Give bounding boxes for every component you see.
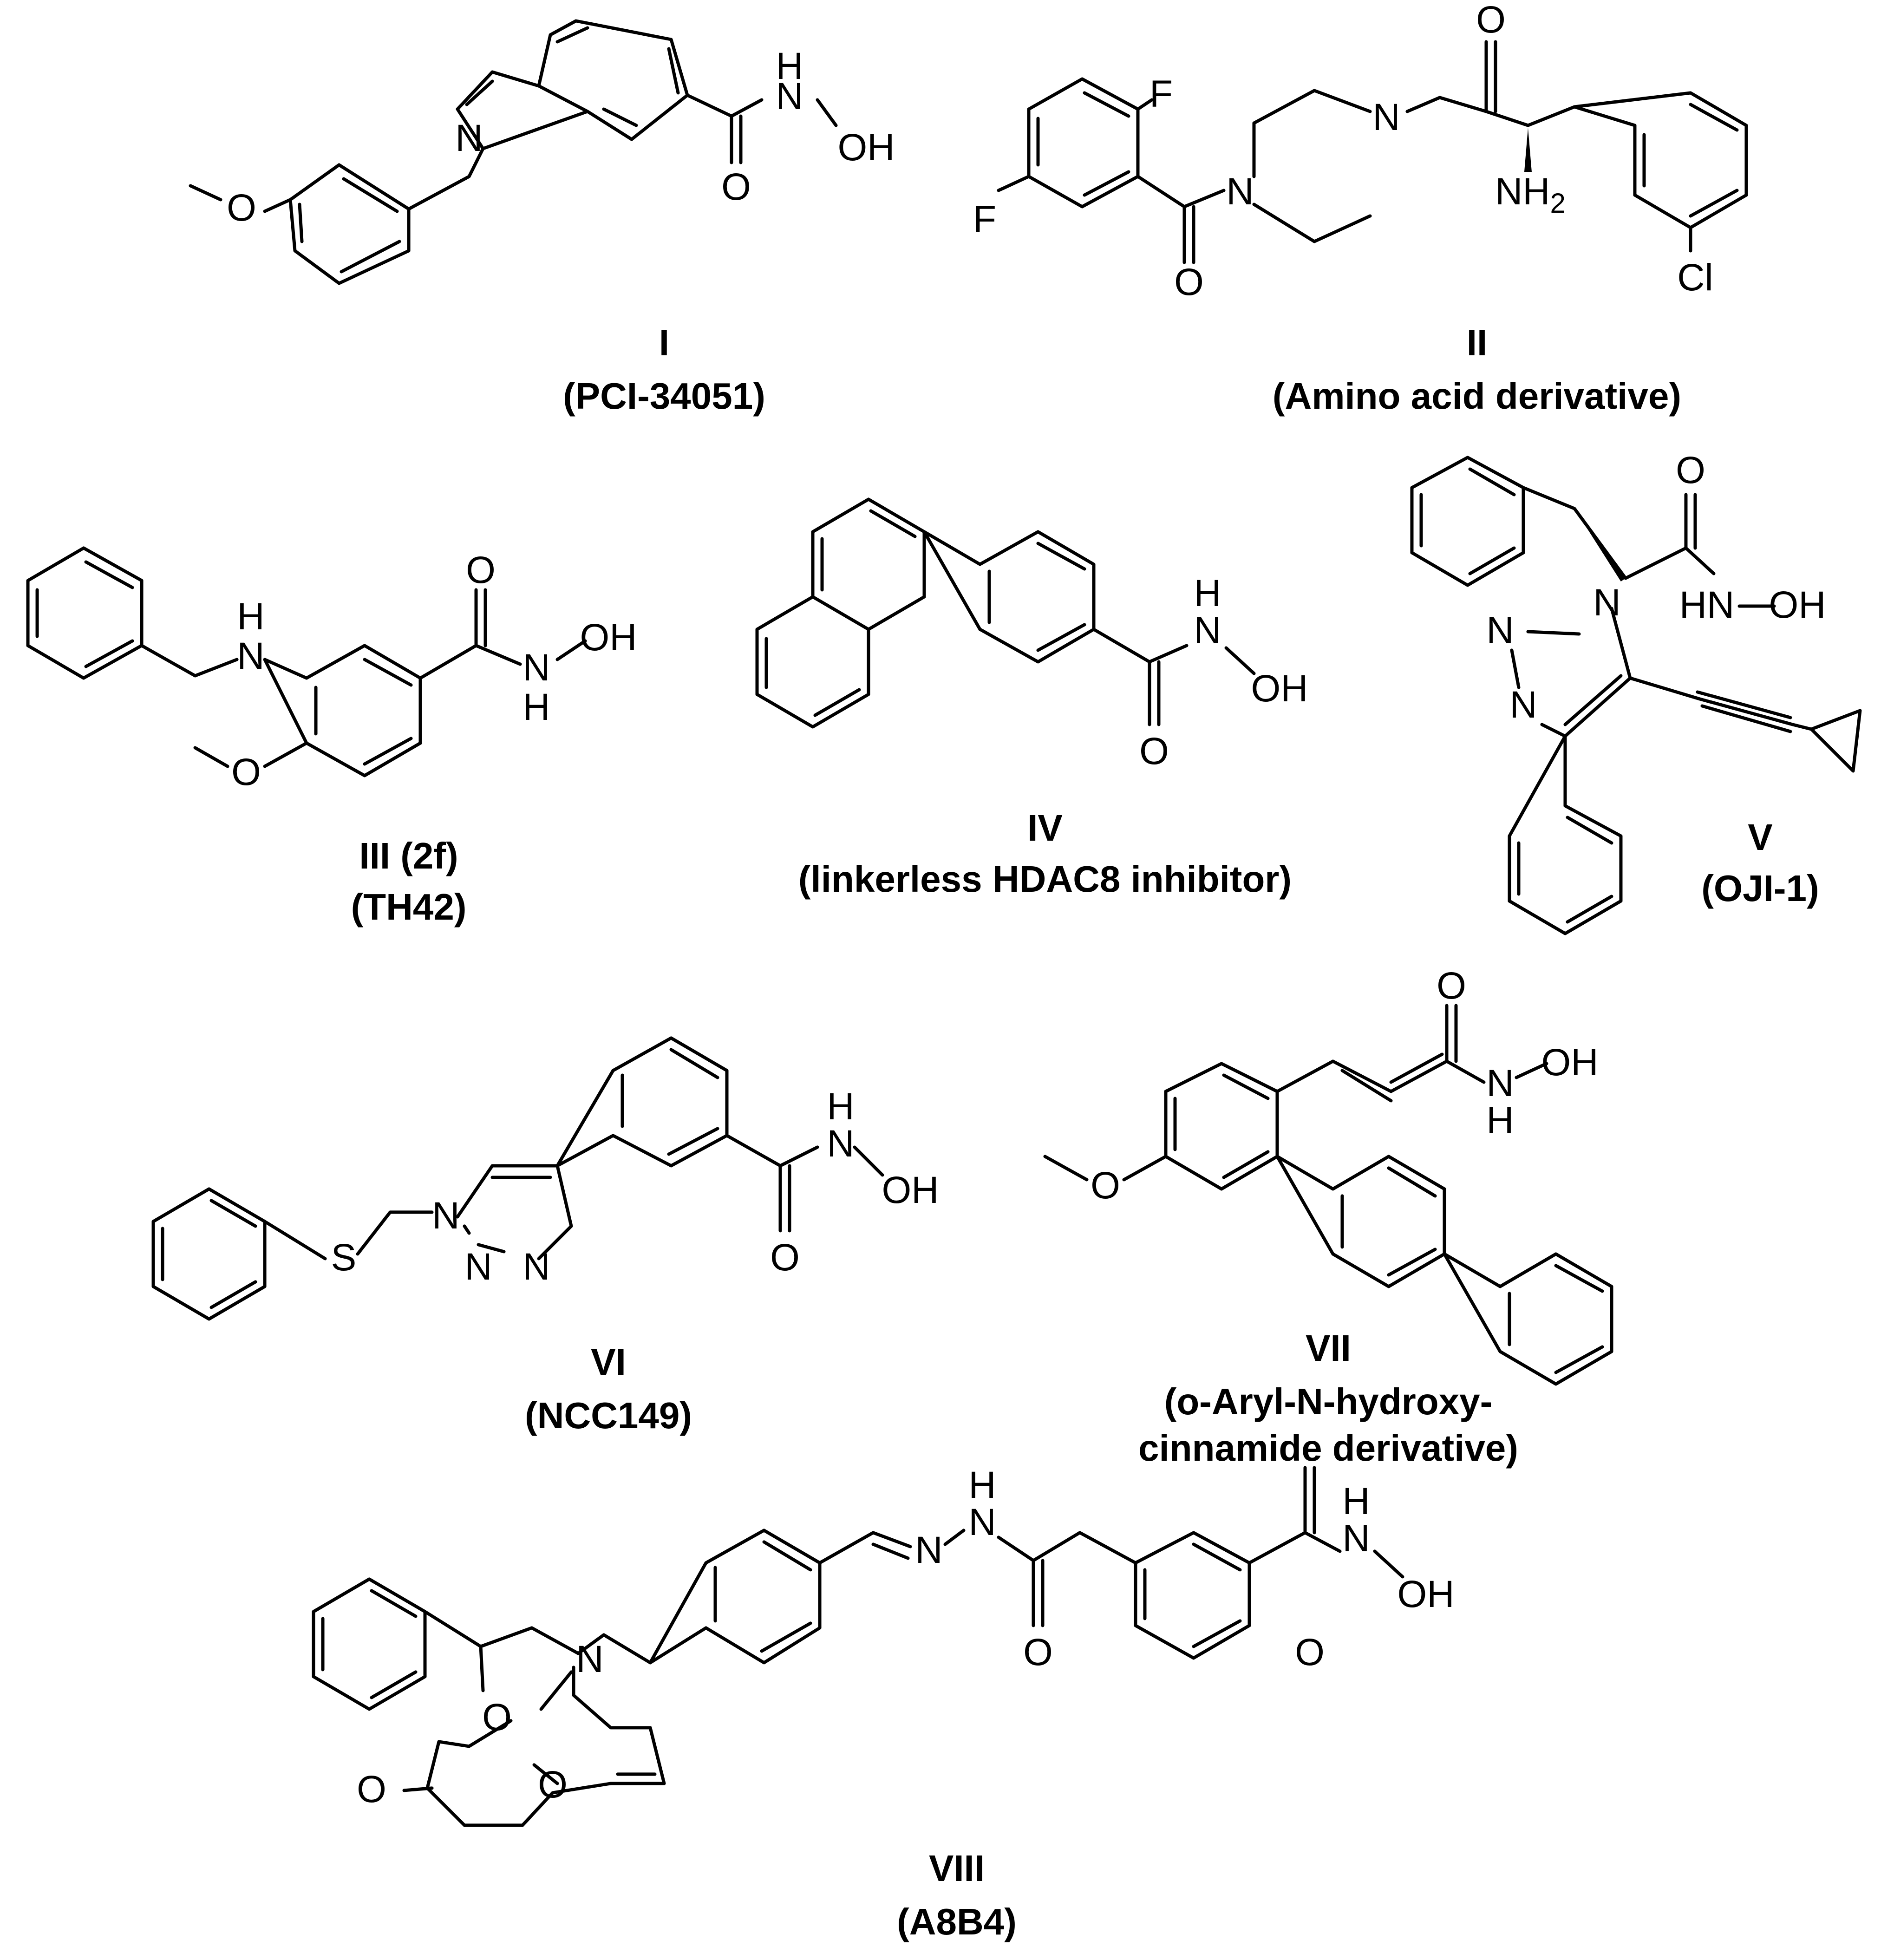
atom-label: N <box>576 1638 603 1680</box>
atom-label: O <box>227 187 256 229</box>
atom-label: N <box>522 647 550 689</box>
atom-label: N <box>1486 1062 1514 1104</box>
atom-label: OH <box>882 1169 939 1211</box>
compound-vi-structure: S N N N H N O OH <box>151 1036 939 1321</box>
atom-label: O <box>1023 1631 1053 1673</box>
atom-label: OH <box>1769 584 1826 626</box>
atom-label: O <box>231 751 261 793</box>
atom-label: OH <box>1251 667 1308 710</box>
compound-viii-structure: N O O O N H N O H N O OH <box>312 1464 1454 1827</box>
compound-vii-name-line-2: cinnamide derivative) <box>1138 1427 1518 1469</box>
atom-label: H <box>968 1464 996 1506</box>
compound-v-structure: N N N O HN OH <box>1410 449 1862 935</box>
atom-label: H <box>1486 1099 1514 1142</box>
compound-i-structure: N O H N O OH <box>189 19 895 285</box>
atom-label: N <box>1226 170 1254 213</box>
compound-viii-numeral: VIII <box>929 1848 985 1889</box>
atom-label: O <box>1139 730 1169 772</box>
compound-vii-numeral: VII <box>1306 1327 1351 1369</box>
wedge-bond <box>1524 127 1532 172</box>
atom-label: N <box>1342 1517 1370 1560</box>
atom-label: N <box>1372 96 1400 138</box>
atom-label: H <box>776 45 803 87</box>
atom-label: O <box>721 166 751 208</box>
atom-label: H <box>1342 1480 1370 1522</box>
atom-label: S <box>331 1236 357 1279</box>
atom-label: O <box>770 1236 800 1279</box>
atom-label: OH <box>1541 1041 1598 1084</box>
atom-label: F <box>973 198 996 241</box>
atom-label: N <box>915 1529 942 1571</box>
compound-iv-name: (linkerless HDAC8 inhibitor) <box>798 858 1292 900</box>
atom-label: O <box>1437 965 1466 1007</box>
compound-iii-structure: H N O O N H OH <box>26 546 637 793</box>
atom-label: N <box>455 117 483 159</box>
atom-label: N <box>1509 684 1537 726</box>
atom-label: N <box>522 1246 550 1288</box>
atom-label: N <box>464 1246 492 1288</box>
atom-label: HN <box>1679 584 1734 626</box>
atom-label-nh2: NH2 <box>1495 170 1566 219</box>
atom-label: O <box>538 1764 568 1806</box>
compound-iii-name: (TH42) <box>351 886 467 928</box>
compound-ii-numeral: II <box>1467 322 1487 363</box>
atom-label: O <box>1091 1164 1120 1207</box>
atom-label: O <box>466 549 496 591</box>
atom-label: H <box>522 686 550 728</box>
atom-label: N <box>776 75 803 118</box>
atom-label: N <box>432 1195 459 1237</box>
compound-ii-structure: F F O N N O NH2 Cl <box>973 0 1748 303</box>
compound-ii-name: (Amino acid derivative) <box>1273 375 1681 417</box>
compound-viii-name: (A8B4) <box>897 1901 1017 1942</box>
atom-label: O <box>1295 1631 1325 1673</box>
compound-i-name: (PCI-34051) <box>563 375 765 417</box>
compound-vi-name: (NCC149) <box>525 1395 692 1436</box>
atom-label: N <box>968 1501 996 1543</box>
atom-label: O <box>1676 449 1705 491</box>
compound-i-numeral: I <box>659 322 669 363</box>
atom-label: N <box>237 635 264 677</box>
atom-label: N <box>1593 581 1620 624</box>
compound-iii-numeral: III (2f) <box>359 835 458 876</box>
atom-label: OH <box>838 126 895 169</box>
atom-label: F <box>1150 73 1173 115</box>
atom-label: O <box>1174 261 1204 303</box>
compound-v-numeral: V <box>1748 817 1772 858</box>
atom-label: O <box>357 1768 386 1810</box>
compound-iv-numeral: IV <box>1027 807 1063 849</box>
compound-v-name: (OJI-1) <box>1701 868 1819 909</box>
atom-label: H <box>237 595 264 638</box>
atom-label: OH <box>1397 1573 1454 1615</box>
atom-label: N <box>1486 609 1514 652</box>
atom-label: O <box>482 1696 512 1738</box>
atom-label: H <box>827 1085 854 1128</box>
wedge-bond <box>1574 508 1626 581</box>
compound-vi-numeral: VI <box>591 1341 626 1383</box>
atom-label: N <box>827 1123 854 1165</box>
atom-label: OH <box>580 616 637 659</box>
compound-iv-structure: H N O OH <box>755 497 1308 772</box>
compound-vii-name-line-1: (o-Aryl-N-hydroxy- <box>1164 1381 1493 1422</box>
atom-label: O <box>1476 0 1506 41</box>
atom-label: H <box>1194 572 1221 614</box>
atom-label: N <box>1194 609 1221 652</box>
atom-label: Cl <box>1677 256 1713 299</box>
compound-vii-structure: O N H OH O <box>1043 965 1613 1386</box>
